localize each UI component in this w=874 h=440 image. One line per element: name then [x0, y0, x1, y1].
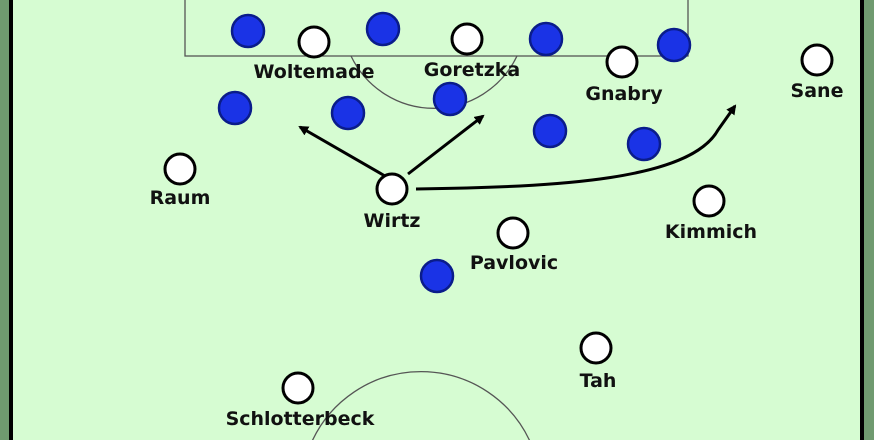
pass-arrow-left: [298, 125, 386, 178]
away-player-marker: [330, 95, 366, 131]
home-player-name: Woltemade: [254, 61, 375, 83]
home-player-marker: [375, 172, 409, 206]
home-player-marker: [605, 45, 639, 79]
home-player-gnabry: Gnabry: [585, 45, 663, 105]
home-player-sane: Sane: [791, 43, 844, 102]
home-player-raum: Raum: [150, 152, 211, 209]
home-player-marker: [579, 331, 613, 365]
home-player-name: Gnabry: [585, 83, 663, 105]
home-player-marker: [496, 216, 530, 250]
pass-arrow-right: [407, 114, 485, 176]
away-player-marker: [365, 11, 401, 47]
away-player-marker: [230, 13, 266, 49]
away-player-marker: [656, 27, 692, 63]
home-player-name: Pavlovic: [470, 252, 558, 274]
home-player-kimmich: Kimmich: [665, 184, 757, 243]
run-arrow: [415, 104, 737, 191]
home-player-marker: [163, 152, 197, 186]
home-player-name: Raum: [150, 187, 211, 209]
home-player-marker: [297, 25, 331, 59]
home-player-woltemade: Woltemade: [254, 25, 375, 83]
home-player-marker: [450, 22, 484, 56]
home-player-name: Schlotterbeck: [226, 408, 375, 430]
home-player-name: Goretzka: [424, 59, 521, 81]
away-player-marker: [432, 81, 468, 117]
centre-circle: [312, 370, 530, 440]
home-player-pavlovic: Pavlovic: [470, 216, 558, 274]
home-player-schlotterbeck: Schlotterbeck: [226, 371, 375, 430]
home-player-name: Wirtz: [364, 210, 421, 232]
home-player-wirtz: Wirtz: [364, 172, 421, 232]
pitch-surface: [10, 0, 863, 440]
home-player-goretzka: Goretzka: [424, 22, 521, 81]
home-player-name: Kimmich: [665, 221, 757, 243]
home-player-marker: [800, 43, 834, 77]
away-player-marker: [532, 113, 568, 149]
home-player-tah: Tah: [579, 331, 617, 392]
away-player-marker: [528, 21, 564, 57]
penalty-arc: [350, 55, 518, 109]
movement-arrows: [298, 104, 737, 191]
home-player-marker: [692, 184, 726, 218]
home-player-name: Sane: [791, 80, 844, 102]
away-player-marker: [217, 90, 253, 126]
home-player-name: Tah: [580, 370, 617, 392]
penalty-box: [184, 0, 689, 57]
away-player-marker: [419, 258, 455, 294]
away-team: [217, 11, 692, 294]
away-player-marker: [626, 126, 662, 162]
home-player-marker: [281, 371, 315, 405]
